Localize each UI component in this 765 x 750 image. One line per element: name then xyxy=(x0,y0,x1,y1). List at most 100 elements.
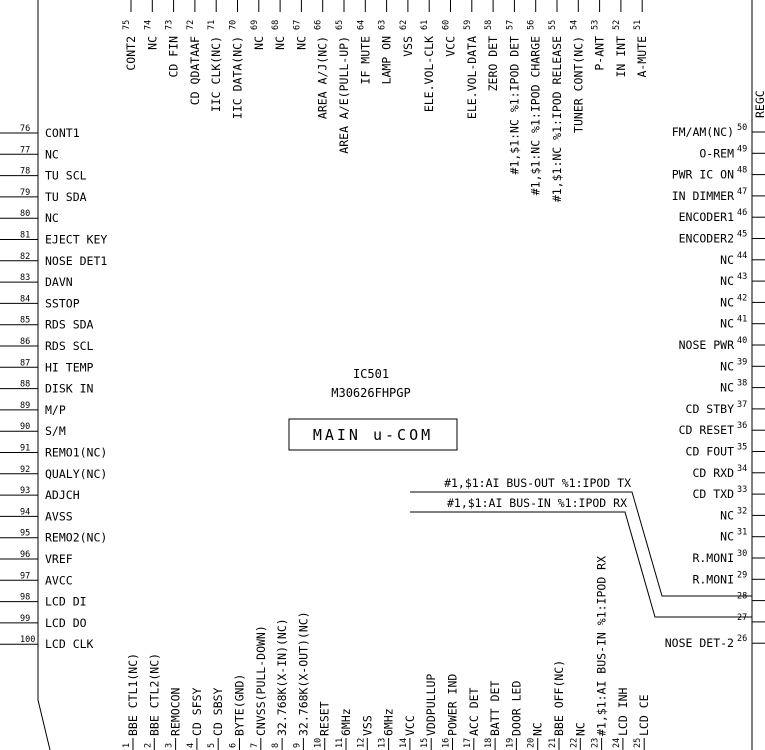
pin-label-left: DAVN xyxy=(45,275,73,289)
pin-label-top: AREA A/E(PULL-UP) xyxy=(337,36,351,154)
pin-label-bottom: BBE CTL1(NC) xyxy=(126,653,140,736)
pin-label-bottom: ACC DET xyxy=(467,687,481,736)
pin-number-left: 91 xyxy=(20,444,30,454)
pin-label-bottom: CD SFSY xyxy=(190,687,204,736)
pin-label-right: NC xyxy=(720,274,734,288)
pin-label-bottom: VSS xyxy=(360,715,374,736)
pin-number-bottom: 11 xyxy=(335,738,345,748)
pin-label-right: NC xyxy=(720,508,734,522)
pin-number-left: 85 xyxy=(20,316,30,326)
pin-number-bottom: 20 xyxy=(527,738,537,748)
pin-label-bottom: REMOCON xyxy=(169,687,183,736)
pin-number-top: 64 xyxy=(356,20,366,30)
pin-number-bottom: 3 xyxy=(165,743,175,748)
pin-number-top: 66 xyxy=(314,20,324,30)
pin-number-left: 94 xyxy=(20,507,30,517)
pin-number-top: 67 xyxy=(292,20,302,30)
pin-number-bottom: 21 xyxy=(548,738,558,748)
pin-number-top: 74 xyxy=(143,20,153,30)
pin-label-right: CD RESET xyxy=(679,423,734,437)
pin-label-bottom: POWER IND xyxy=(446,674,460,736)
pin-label-left: LCD DI xyxy=(45,595,87,609)
pin-label-left: VREF xyxy=(45,552,73,566)
pin-label-left: REMO1(NC) xyxy=(45,446,107,460)
pin-number-left: 87 xyxy=(20,358,30,368)
pin-number-bottom: 9 xyxy=(292,743,302,748)
chip-body xyxy=(37,0,753,750)
pin-label-top: VSS xyxy=(401,36,415,57)
pin-label-right: CD STBY xyxy=(686,402,735,416)
pin-number-top: 62 xyxy=(399,20,409,30)
pin-number-right: 45 xyxy=(737,230,747,240)
pin-label-bottom: LCD INH xyxy=(616,687,630,736)
pin-number-left: 92 xyxy=(20,465,30,475)
pin-number-top: 61 xyxy=(420,20,430,30)
pin-label-top: #1,$1:NC %1:IPOD DET xyxy=(507,36,521,175)
pin-number-right: 35 xyxy=(737,443,747,453)
pin-label-bottom: 32.768K(X-OUT)(NC) xyxy=(296,611,310,736)
pin-number-bottom: 5 xyxy=(207,743,217,748)
pin-number-right: 28 xyxy=(737,592,747,602)
pin-number-top: 63 xyxy=(378,20,388,30)
pin-number-top: 58 xyxy=(484,20,494,30)
pin-label-left: NC xyxy=(45,147,59,161)
pin-label-top: TUNER CONT(NC) xyxy=(571,36,585,133)
pin-label-bottom: VDDPULLUP xyxy=(424,674,438,736)
pin-label-bottom: BBE OFF(NC) xyxy=(552,660,566,736)
pin-number-left: 76 xyxy=(20,124,30,134)
pin-number-right: 50 xyxy=(737,123,747,133)
pin-label-left: NC xyxy=(45,211,59,225)
pin-number-right: 42 xyxy=(737,293,747,303)
pin-number-right: 49 xyxy=(737,144,747,154)
pin-number-right: 27 xyxy=(737,613,747,623)
pin-label-left: HI TEMP xyxy=(45,360,94,374)
pin-label-left: DISK IN xyxy=(45,382,94,396)
pin-label-bottom: VCC xyxy=(403,715,417,736)
pin-label-bottom: RESET xyxy=(318,701,332,736)
pin-label-left: SSTOP xyxy=(45,296,80,310)
pin-label-left: CONT1 xyxy=(45,126,80,140)
pin-number-bottom: 17 xyxy=(463,738,473,748)
pin-label-right: R.MONI xyxy=(692,551,734,565)
pin-number-left: 98 xyxy=(20,593,30,603)
pin-label-left: RDS SCL xyxy=(45,339,94,353)
pin-number-bottom: 18 xyxy=(484,738,494,748)
pin-number-right: 36 xyxy=(737,421,747,431)
pin-number-bottom: 19 xyxy=(505,738,515,748)
pin-number-left: 88 xyxy=(20,380,30,390)
pin-label-left: S/M xyxy=(45,424,66,438)
pin-label-bottom: 32.768K(X-IN)(NC) xyxy=(275,618,289,736)
pin-label-bottom: 6MHz xyxy=(382,708,396,736)
pin-label-bottom: 6MHz xyxy=(339,708,353,736)
pin-number-left: 96 xyxy=(20,550,30,560)
pin-number-top: 51 xyxy=(633,20,643,30)
pin-number-right: 31 xyxy=(737,528,747,538)
pin-number-right: 32 xyxy=(737,506,747,516)
pin-label-top: IIC CLK(NC) xyxy=(209,36,223,112)
pin-label-top: VCC xyxy=(444,36,458,57)
bus-tx-label: #1,$1:AI BUS-OUT %1:IPOD TX xyxy=(444,476,631,490)
pin-label-left: TU SCL xyxy=(45,169,87,183)
pin-label-left: AVCC xyxy=(45,573,73,587)
pin-label-top: CD QDATAAF xyxy=(188,36,202,105)
pin-number-bottom: 2 xyxy=(143,743,153,748)
pin-label-right: CD TXD xyxy=(692,487,734,501)
pin-label-right: NC xyxy=(720,253,734,267)
pin-number-right: 44 xyxy=(737,251,747,261)
pin-number-right: 41 xyxy=(737,315,747,325)
pin-label-right: ENCODER1 xyxy=(679,210,734,224)
pin-label-top: ELE.VOL-CLK xyxy=(422,36,436,112)
pin-number-bottom: 10 xyxy=(314,738,324,748)
pin-label-bottom: BBE CTL2(NC) xyxy=(147,653,161,736)
pin-label-right: NOSE DET-2 xyxy=(665,636,734,650)
pin-number-bottom: 12 xyxy=(356,738,366,748)
pin-number-bottom: 22 xyxy=(569,738,579,748)
pin-number-left: 82 xyxy=(20,252,30,262)
chip-reference: IC501 xyxy=(353,367,389,381)
pin-number-right: 48 xyxy=(737,166,747,176)
pin-number-left: 80 xyxy=(20,209,30,219)
pin-label-right: NC xyxy=(720,381,734,395)
pin-label-top: AREA A/J(NC) xyxy=(316,36,330,119)
pin-number-top: 72 xyxy=(186,20,196,30)
